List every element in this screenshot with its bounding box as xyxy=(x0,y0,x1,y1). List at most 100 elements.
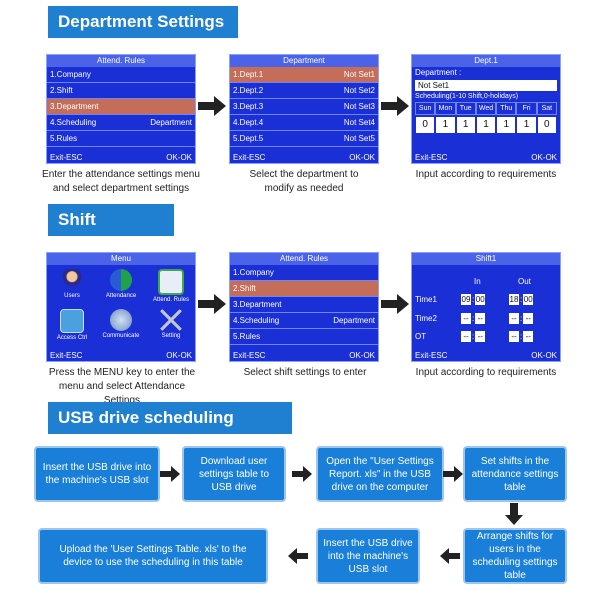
ot-out[interactable]: --:-- xyxy=(508,331,534,342)
screen-title: Menu xyxy=(47,253,195,265)
setting-icon xyxy=(160,309,182,331)
arrow-right-icon xyxy=(198,294,226,314)
screen-title: Department xyxy=(230,55,378,67)
caption: Press the MENU key to enter the menu and… xyxy=(48,367,196,406)
menu-item-department[interactable]: 3.Department xyxy=(47,99,195,115)
screen-footer: Exit-ESC OK-OK xyxy=(47,350,195,361)
section-title-shift: Shift Settings xyxy=(48,204,174,261)
caption: Enter the attendance settings menu and s… xyxy=(42,169,200,194)
menu-attend-rules[interactable]: Attend. Rules xyxy=(151,269,191,303)
flow-step-3: Open the "User Settings Report. xls" in … xyxy=(318,448,442,500)
day-value-input[interactable]: 1 xyxy=(517,117,536,133)
arrow-left-icon xyxy=(288,548,308,564)
day-header: Sat xyxy=(536,102,557,115)
out-label: Out xyxy=(518,277,531,286)
attend-rules-icon xyxy=(158,269,184,295)
menu-setting[interactable]: Setting xyxy=(151,309,191,339)
flow-step-6: Insert the USB drive into the machine's … xyxy=(318,530,418,582)
sched-label: Scheduling(1-10 Shift,0-holidays) xyxy=(415,93,519,100)
users-icon xyxy=(61,269,83,291)
flow-step-4: Set shifts in the attendance settings ta… xyxy=(465,448,565,500)
arrow-right-icon xyxy=(198,96,226,116)
time1-out[interactable]: 18:00 xyxy=(509,294,534,305)
ok-hint: OK-OK xyxy=(531,351,557,360)
menu-attendance[interactable]: Attendance xyxy=(101,269,141,299)
screen-attend-rules-dept: Attend. Rules 1.Company 2.Shift 3.Depart… xyxy=(46,54,196,164)
screen-attend-rules-shift: Attend. Rules 1.Company 2.Shift 3.Depart… xyxy=(229,252,379,362)
day-value-input[interactable]: 0 xyxy=(537,117,556,133)
menu-item-company[interactable]: 1.Company xyxy=(230,265,378,281)
screen-dept-edit: Dept.1 Department : Not Set1 Scheduling(… xyxy=(411,54,561,164)
time2-out[interactable]: --:-- xyxy=(508,313,534,324)
dept-label: Department : xyxy=(415,68,462,77)
caption: Input according to requirements xyxy=(415,367,557,378)
menu-communicate[interactable]: Communicate xyxy=(101,309,141,339)
day-value-input[interactable]: 1 xyxy=(476,117,496,133)
exit-hint: Exit-ESC xyxy=(233,153,266,162)
menu-item-rules[interactable]: 5.Rules xyxy=(230,329,378,345)
day-value-input[interactable]: 1 xyxy=(456,117,475,133)
ok-hint: OK-OK xyxy=(166,351,192,360)
in-label: In xyxy=(474,277,481,286)
screen-footer: Exit-ESC OK-OK xyxy=(230,152,378,163)
day-header-row: Sun Mon Tue Wed Thu Fri Sat xyxy=(415,102,557,115)
ot-in[interactable]: --:-- xyxy=(460,331,486,342)
exit-hint: Exit-ESC xyxy=(233,351,266,360)
time2-label: Time2 xyxy=(415,314,437,323)
arrow-left-icon xyxy=(440,548,460,564)
screen-title: Attend. Rules xyxy=(47,55,195,67)
attendance-icon xyxy=(110,269,132,291)
ot-label: OT xyxy=(415,332,427,341)
menu-item-company[interactable]: 1.Company xyxy=(47,67,195,83)
day-value-input[interactable]: 0 xyxy=(416,117,435,133)
screen-title: Shift1 xyxy=(412,253,560,265)
ok-hint: OK-OK xyxy=(349,153,375,162)
caption: Select the department to modify as neede… xyxy=(249,169,359,194)
arrow-down-icon xyxy=(505,503,523,525)
time1-in[interactable]: 09:00 xyxy=(461,294,486,305)
flow-step-1: Insert the USB drive into the machine's … xyxy=(36,448,158,500)
screen-footer: Exit-ESC OK-OK xyxy=(230,350,378,361)
section-title-department: Department Settings xyxy=(48,6,238,38)
flow-step-2: Download user settings table to USB driv… xyxy=(184,448,284,500)
caption: Input according to requirements xyxy=(415,169,557,180)
arrow-right-icon xyxy=(292,466,312,482)
menu-item-department[interactable]: 3.Department xyxy=(230,297,378,313)
exit-hint: Exit-ESC xyxy=(50,351,83,360)
ok-hint: OK-OK xyxy=(166,153,192,162)
section-title-usb: USB drive scheduling settings xyxy=(48,402,292,459)
day-value-row: 0 1 1 1 1 1 0 xyxy=(415,117,557,133)
arrow-right-icon xyxy=(160,466,180,482)
arrow-right-icon xyxy=(443,466,463,482)
menu-item-shift[interactable]: 2.Shift xyxy=(230,281,378,297)
flow-step-5: Arrange shifts for users in the scheduli… xyxy=(465,530,565,582)
ok-hint: OK-OK xyxy=(349,351,375,360)
dept-name-input[interactable]: Not Set1 xyxy=(415,80,557,91)
day-header: Sun xyxy=(415,102,436,115)
access-ctrl-icon xyxy=(60,309,84,333)
arrow-right-icon xyxy=(381,96,409,116)
menu-access-ctrl[interactable]: Access Ctrl xyxy=(52,309,92,341)
menu-item-shift[interactable]: 2.Shift xyxy=(47,83,195,99)
day-header: Mon xyxy=(435,102,456,115)
caption: Select shift settings to enter xyxy=(243,367,367,378)
day-header: Tue xyxy=(455,102,476,115)
screen-shift-edit: Shift1 In Out Time1 09:00 18:00 Time2 --… xyxy=(411,252,561,362)
day-value-input[interactable]: 1 xyxy=(497,117,516,133)
time2-in[interactable]: --:-- xyxy=(460,313,486,324)
screen-title: Attend. Rules xyxy=(230,253,378,265)
exit-hint: Exit-ESC xyxy=(415,351,448,360)
day-value-input[interactable]: 1 xyxy=(436,117,455,133)
menu-users[interactable]: Users xyxy=(52,269,92,299)
menu-item-rules[interactable]: 5.Rules xyxy=(47,131,195,147)
day-header: Wed xyxy=(475,102,497,115)
